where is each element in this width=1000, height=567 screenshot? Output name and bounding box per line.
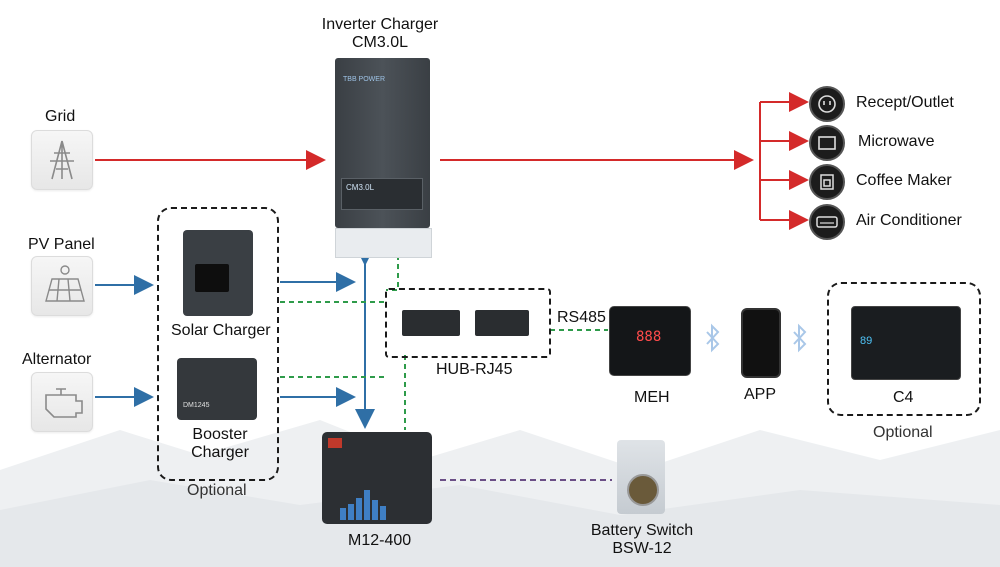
inverter-brand: TBB POWER [343,76,386,83]
coffee-maker-icon [809,164,845,200]
microwave-icon [809,125,845,161]
source-pv-label: PV Panel [28,236,95,253]
booster-model: DM1245 [183,402,210,409]
battery-level-bars [340,490,386,520]
bluetooth-icon [790,323,810,358]
battery-switch-label: Battery Switch BSW-12 [578,522,706,558]
meh-readout: 888 [636,329,662,345]
engine-icon [31,372,93,432]
inverter-display-model: CM3.0L [346,183,375,192]
inverter-title-line1: Inverter Charger [321,16,439,33]
inverter-charger-device: TBB POWER CM3.0L [335,58,432,258]
booster-charger-label-line1: Booster [192,426,248,443]
c4-optional-label: Optional [873,424,933,441]
c4-label: C4 [893,389,914,406]
load-microwave-label: Microwave [858,133,935,150]
outlet-icon [809,86,845,122]
source-alternator-label: Alternator [22,351,92,368]
hub-module-2 [475,310,529,336]
solar-charger-device [183,230,253,316]
booster-charger-label-line2: Charger [191,444,249,461]
battery-switch-device [617,440,665,514]
load-air-conditioner-label: Air Conditioner [856,212,962,229]
smartphone-app-device [741,308,781,378]
c4-readout: 89 [860,335,873,347]
c4-display-device: 89 [851,306,961,380]
load-coffee-maker-label: Coffee Maker [856,172,952,189]
booster-charger-device: DM1245 [177,358,257,420]
battery-label: M12-400 [348,532,412,549]
chargers-optional-label: Optional [187,482,247,499]
battery-switch-label-line1: Battery Switch [590,522,694,539]
inverter-title-line2: CM3.0L [351,34,409,51]
inverter-title: Inverter Charger CM3.0L [300,16,460,52]
source-grid-label: Grid [45,108,76,125]
booster-charger-label: Booster Charger [180,426,260,462]
solar-charger-label: Solar Charger [171,322,271,339]
battery-device [322,432,432,524]
load-outlet-label: Recept/Outlet [856,94,954,111]
hub-module-1 [402,310,460,336]
power-tower-icon [31,130,93,190]
solar-panel-icon [31,256,93,316]
meh-label: MEH [634,389,670,406]
meh-display-device: 888 [609,306,691,376]
air-conditioner-icon [809,204,845,240]
battery-switch-label-line2: BSW-12 [612,540,672,557]
optional-c4-group [827,282,981,416]
app-label: APP [744,386,777,403]
hub-label: HUB-RJ45 [436,361,513,378]
hub-rj45-group [385,288,551,358]
bluetooth-icon [703,323,723,358]
rs485-label: RS485 [557,309,606,326]
optional-chargers-group [157,207,279,481]
